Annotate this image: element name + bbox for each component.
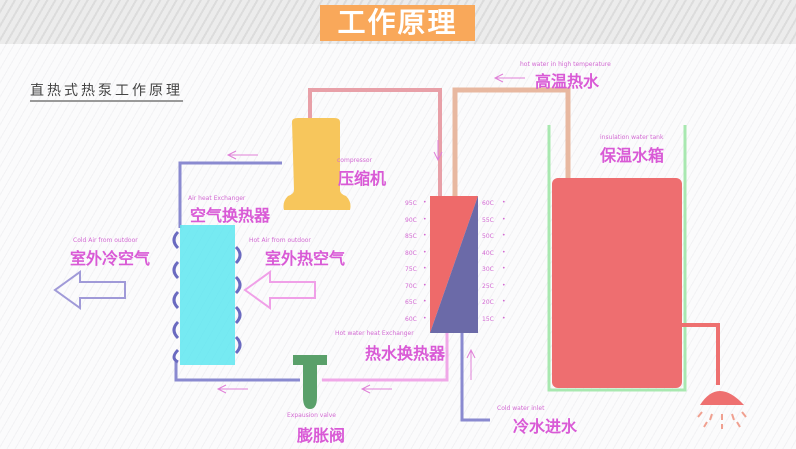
return-pipe: [178, 161, 282, 228]
cold-air-label-en: Cold Air from outdoor: [73, 237, 138, 244]
hot-water-label-en: hot water in high temperature: [520, 61, 611, 68]
diagram-subtitle: 直热式热泵工作原理: [30, 80, 183, 102]
temperature-dot: •: [502, 248, 506, 256]
tank-label-en: insulation water tank: [600, 134, 664, 141]
temperature-tick: 80C: [405, 249, 417, 257]
hot-water-pipe: [452, 87, 571, 196]
cold-water-label-en: Cold water inlet: [497, 405, 545, 412]
temperature-dot: •: [423, 248, 427, 256]
temperature-dot: •: [502, 265, 506, 272]
hot-air-label: 室外热空气: [265, 249, 346, 268]
temperature-tick: 85C: [405, 233, 417, 240]
temperature-dot: •: [502, 199, 506, 206]
temperature-dot: •: [423, 314, 427, 322]
tank-label: 保温水箱: [600, 146, 665, 165]
page-title: 工作原理: [320, 5, 475, 41]
temperature-tick: 15C: [482, 315, 494, 323]
temperature-dot: •: [502, 314, 506, 322]
air-heat-exchanger-coil: [172, 225, 242, 365]
temperature-tick: 20C: [482, 299, 494, 306]
temperature-dot: •: [502, 215, 506, 223]
air-hx-label: 空气换热器: [190, 206, 271, 225]
exchanger-to-valve-pipe: [322, 333, 449, 382]
temperature-dot: •: [423, 232, 427, 239]
compressor: [283, 118, 351, 210]
hot-air-arrow: [243, 270, 316, 310]
tank-water: [552, 178, 682, 388]
compressor-label: 压缩机: [338, 169, 387, 188]
flow-arrows: [216, 73, 525, 394]
cold-water-label: 冷水进水: [513, 417, 578, 436]
cold-air-arrow: [53, 270, 126, 310]
cold-air-label: 室外冷空气: [70, 249, 151, 268]
temperature-dot: •: [423, 215, 427, 223]
water-drops: [697, 411, 747, 429]
temperature-tick: 90C: [405, 216, 417, 224]
valve-to-coil-pipe: [174, 360, 300, 382]
temperature-tick: 95C: [405, 200, 417, 207]
hot-air-label-en: Hot Air from outdoor: [249, 237, 311, 244]
temperature-tick: 55C: [482, 216, 494, 224]
temperature-dot: •: [502, 281, 506, 289]
temperature-tick: 50C: [482, 233, 494, 240]
temperature-tick: 60C: [405, 315, 417, 323]
temperature-dot: •: [423, 265, 427, 272]
cold-water-pipe: [460, 333, 490, 422]
temperature-dot: •: [423, 199, 427, 206]
air-hx-label-en: Air heat Exchanger: [188, 195, 246, 202]
expansion-valve: [293, 355, 327, 409]
compressor-label-en: compressor: [337, 157, 373, 164]
temperature-tick: 40C: [482, 249, 494, 257]
shower-head-icon: [700, 391, 744, 405]
temperature-tick: 30C: [482, 266, 494, 273]
water-heat-exchanger: [430, 196, 478, 333]
temperature-tick: 60C: [482, 200, 494, 207]
shower-pipe: [682, 323, 720, 385]
temperature-dot: •: [423, 281, 427, 289]
temperature-dot: •: [502, 232, 506, 239]
temperature-tick: 70C: [405, 282, 417, 290]
water-hx-label: 热水换热器: [365, 344, 446, 363]
temperature-tick: 25C: [482, 282, 494, 290]
water-tank-wall: [547, 125, 687, 392]
temperature-tick: 65C: [405, 299, 417, 306]
hot-refrigerant-pipe: [308, 88, 442, 196]
water-hx-label-en: Hot water heat Exchanger: [335, 330, 414, 337]
hot-water-label: 高温热水: [535, 72, 600, 91]
valve-label-en: Expausion valve: [287, 412, 336, 419]
temperature-dot: •: [423, 298, 427, 305]
valve-label: 膨胀阀: [297, 426, 346, 445]
temperature-dot: •: [502, 298, 506, 305]
temperature-tick: 75C: [405, 266, 417, 273]
